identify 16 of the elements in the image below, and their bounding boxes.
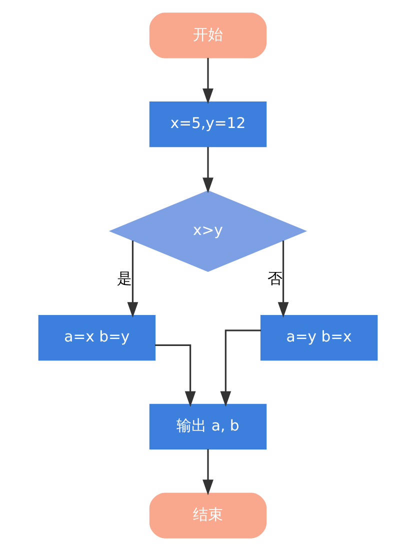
arrow [154,344,196,407]
node-box: 开始 [148,12,266,58]
node-diamond: x>y [108,190,307,272]
node-box: 输出 a, b [148,404,266,450]
node-box: x=5,y=12 [148,102,266,148]
node-box: a=x b=y [38,314,156,361]
node-box: a=y b=x [260,314,378,361]
arrow [277,240,288,318]
arrow [202,146,213,194]
arrow [202,449,213,496]
arrow [220,330,260,407]
edge-label: 否 [267,270,282,288]
arrow [126,240,138,318]
arrow [202,58,213,104]
node-box: 结束 [148,492,266,538]
edge-label: 是 [116,270,132,288]
